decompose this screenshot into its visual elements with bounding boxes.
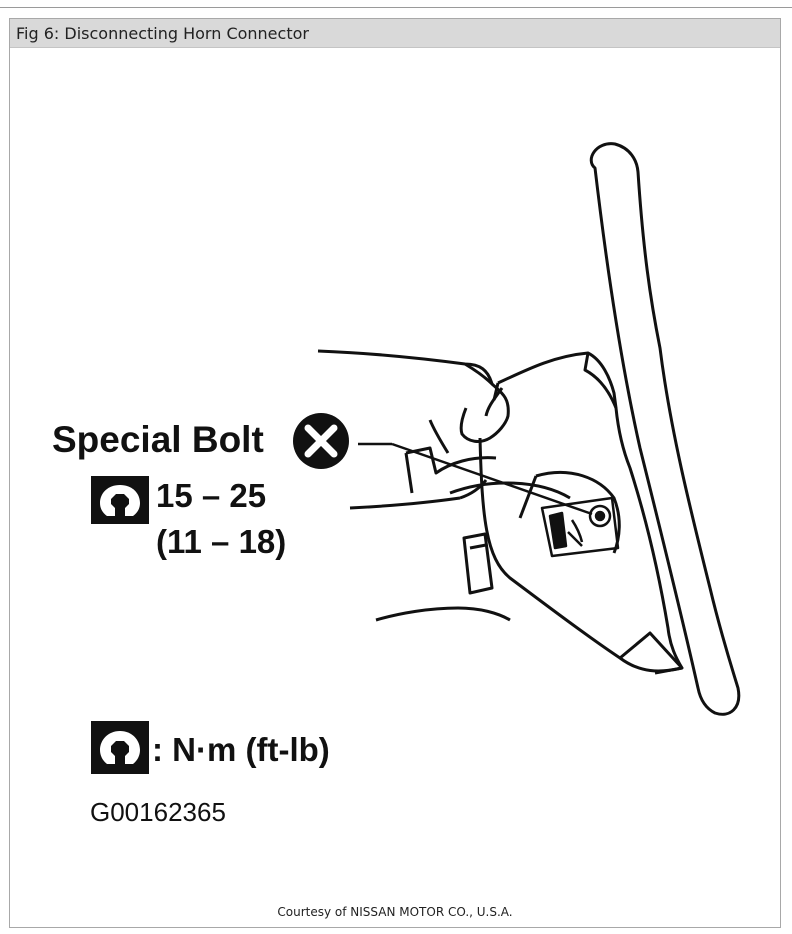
torque-range-nm: 15 – 25 — [156, 477, 266, 514]
hand-outline — [349, 479, 511, 622]
circled-x-icon — [293, 413, 349, 469]
torque-wrench-icon — [91, 476, 149, 524]
figure-code: G00162365 — [90, 797, 226, 827]
finger — [317, 349, 571, 500]
leader-line-diagonal — [391, 442, 593, 516]
torque-wrench-icon — [91, 721, 149, 774]
legend-units: : N·m (ft-lb) — [152, 731, 330, 768]
steering-wheel-hub — [478, 351, 684, 675]
torque-range-ftlb: (11 – 18) — [156, 523, 286, 560]
figure-frame: Fig 6: Disconnecting Horn Connector — [9, 18, 781, 928]
special-bolt-label: Special Bolt — [52, 419, 264, 460]
top-rule — [0, 7, 792, 8]
horn-connector — [540, 496, 620, 558]
caption-bar: Fig 6: Disconnecting Horn Connector — [10, 19, 780, 48]
figure-caption: Fig 6: Disconnecting Horn Connector — [16, 24, 309, 43]
illustration: Special Bolt 15 – 25 (11 – 18) : N·m (ft… — [52, 142, 741, 827]
courtesy-credit: Courtesy of NISSAN MOTOR CO., U.S.A. — [277, 905, 513, 919]
steering-wheel-rim — [589, 142, 741, 716]
